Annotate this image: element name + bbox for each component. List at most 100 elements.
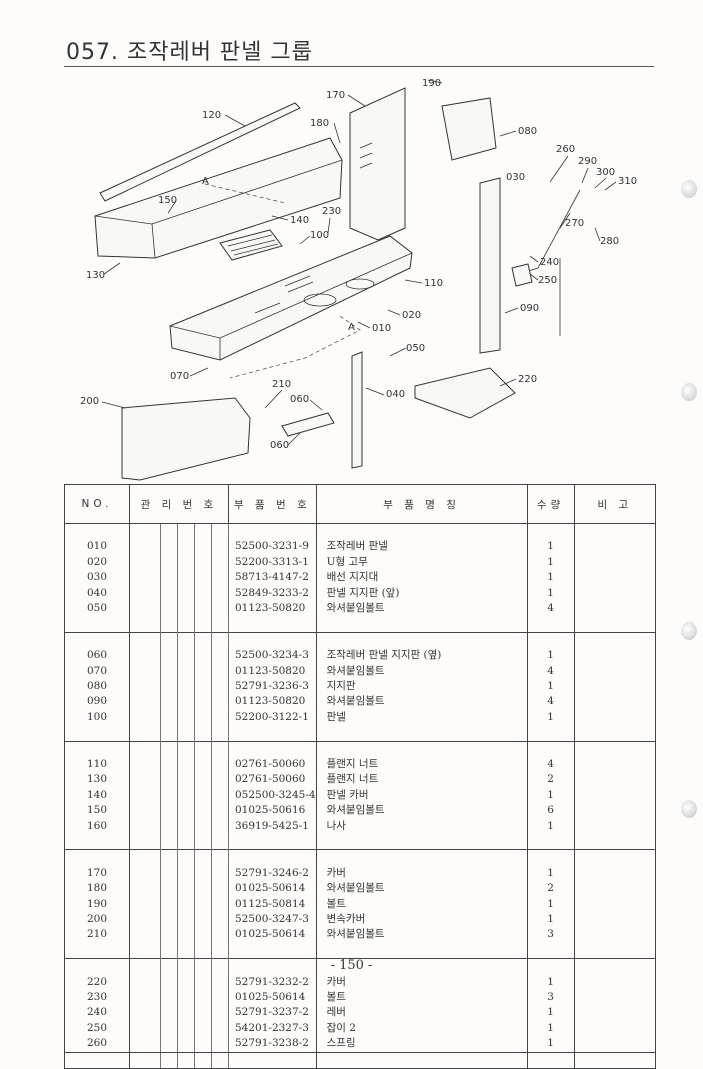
cell-part-no: 01125-50814 bbox=[228, 896, 317, 913]
cell-qty: 1 bbox=[527, 865, 575, 882]
header-remarks: 비 고 bbox=[573, 484, 657, 524]
svg-text:030: 030 bbox=[506, 172, 525, 183]
cell-qty: 1 bbox=[527, 912, 575, 928]
svg-text:100: 100 bbox=[310, 230, 329, 241]
cell-no: 090 bbox=[64, 694, 130, 710]
cell-mgmt bbox=[160, 974, 178, 991]
cell-mgmt bbox=[211, 974, 229, 991]
cell-qty: 1 bbox=[527, 585, 575, 602]
cell-mgmt bbox=[177, 554, 195, 571]
cell-qty: 2 bbox=[527, 772, 575, 788]
cell-mgmt bbox=[211, 554, 229, 571]
cell-remarks bbox=[574, 554, 657, 571]
cell-mgmt bbox=[194, 585, 212, 602]
header-part-name: 부 품 명 칭 bbox=[315, 484, 528, 524]
cell-part-name: 와셔붙임볼트 bbox=[316, 663, 528, 680]
cell-part-no: 52791-3246-2 bbox=[228, 865, 317, 882]
cell-mgmt bbox=[211, 818, 229, 835]
cell-mgmt bbox=[194, 896, 212, 913]
cell-mgmt bbox=[194, 709, 212, 726]
cell-mgmt bbox=[160, 648, 178, 664]
table-header-row: NO. 관 리 번 호 부 품 번 호 부 품 명 칭 수량 비 고 bbox=[64, 484, 657, 524]
cell-mgmt bbox=[194, 865, 212, 882]
cell-no: 150 bbox=[64, 803, 130, 819]
cell-part-no: 52791-3237-2 bbox=[228, 1005, 317, 1021]
cell-qty: 1 bbox=[527, 787, 575, 804]
title-rule bbox=[64, 66, 654, 67]
cell-mgmt bbox=[129, 1020, 161, 1037]
cell-no: 260 bbox=[64, 1036, 130, 1053]
cell-remarks bbox=[574, 772, 657, 788]
cell-part-no: 52791-3236-3 bbox=[228, 679, 317, 695]
cell-remarks bbox=[574, 803, 657, 819]
cell-qty: 4 bbox=[527, 757, 575, 773]
cell-part-no: 52849-3233-2 bbox=[228, 585, 317, 602]
cell-mgmt bbox=[211, 601, 229, 617]
cell-mgmt bbox=[194, 757, 212, 773]
group-spacer bbox=[64, 740, 657, 758]
cell-remarks bbox=[574, 648, 657, 664]
cell-part-no: 54201-2327-3 bbox=[228, 1020, 317, 1037]
cell-remarks bbox=[574, 570, 657, 586]
cell-mgmt bbox=[211, 757, 229, 773]
cell-mgmt bbox=[160, 896, 178, 913]
cell-no: 040 bbox=[64, 585, 130, 602]
cell-part-name: 볼트 bbox=[316, 990, 528, 1006]
svg-text:A: A bbox=[202, 176, 209, 187]
cell-remarks bbox=[574, 912, 657, 928]
cell-mgmt bbox=[160, 554, 178, 571]
cell-part-no: 01025-50614 bbox=[228, 927, 317, 943]
cell-mgmt bbox=[211, 663, 229, 680]
cell-mgmt bbox=[211, 881, 229, 897]
cell-mgmt bbox=[177, 787, 195, 804]
cell-remarks bbox=[574, 694, 657, 710]
group-spacer bbox=[64, 849, 657, 866]
cell-qty: 2 bbox=[527, 881, 575, 897]
cell-qty: 1 bbox=[527, 539, 575, 555]
part-100-panel bbox=[219, 229, 283, 261]
part-080-support bbox=[441, 97, 497, 161]
cell-mgmt bbox=[211, 694, 229, 710]
cell-mgmt bbox=[211, 772, 229, 788]
group-spacer bbox=[64, 942, 657, 959]
cell-part-name: 와셔붙임볼트 bbox=[316, 601, 528, 617]
svg-text:170: 170 bbox=[326, 90, 345, 101]
cell-part-no: 52791-3232-2 bbox=[228, 974, 317, 991]
cell-mgmt bbox=[160, 912, 178, 928]
cell-mgmt bbox=[194, 539, 212, 555]
cell-no: 190 bbox=[64, 896, 130, 913]
svg-text:180: 180 bbox=[310, 118, 329, 129]
header-qty: 수량 bbox=[526, 484, 575, 524]
cell-mgmt bbox=[177, 1036, 195, 1053]
cell-no: 160 bbox=[64, 818, 130, 835]
cell-qty: 1 bbox=[527, 679, 575, 695]
svg-text:120: 120 bbox=[202, 110, 221, 121]
cell-part-no: 52500-3231-9 bbox=[228, 539, 317, 555]
cell-part-name: 카버 bbox=[316, 974, 528, 991]
cell-mgmt bbox=[194, 1020, 212, 1037]
cell-mgmt bbox=[160, 1020, 178, 1037]
cell-no: 110 bbox=[64, 757, 130, 773]
cell-part-name: 판넬 bbox=[316, 709, 528, 726]
cell-mgmt bbox=[129, 818, 161, 835]
cell-part-no: 52791-3238-2 bbox=[228, 1036, 317, 1053]
cell-mgmt bbox=[129, 865, 161, 882]
cell-remarks bbox=[574, 881, 657, 897]
cell-qty: 1 bbox=[527, 570, 575, 586]
cell-mgmt bbox=[129, 974, 161, 991]
svg-text:A: A bbox=[348, 322, 355, 333]
cell-mgmt bbox=[160, 990, 178, 1006]
cell-mgmt bbox=[160, 601, 178, 617]
cell-mgmt bbox=[211, 570, 229, 586]
cell-mgmt bbox=[211, 912, 229, 928]
